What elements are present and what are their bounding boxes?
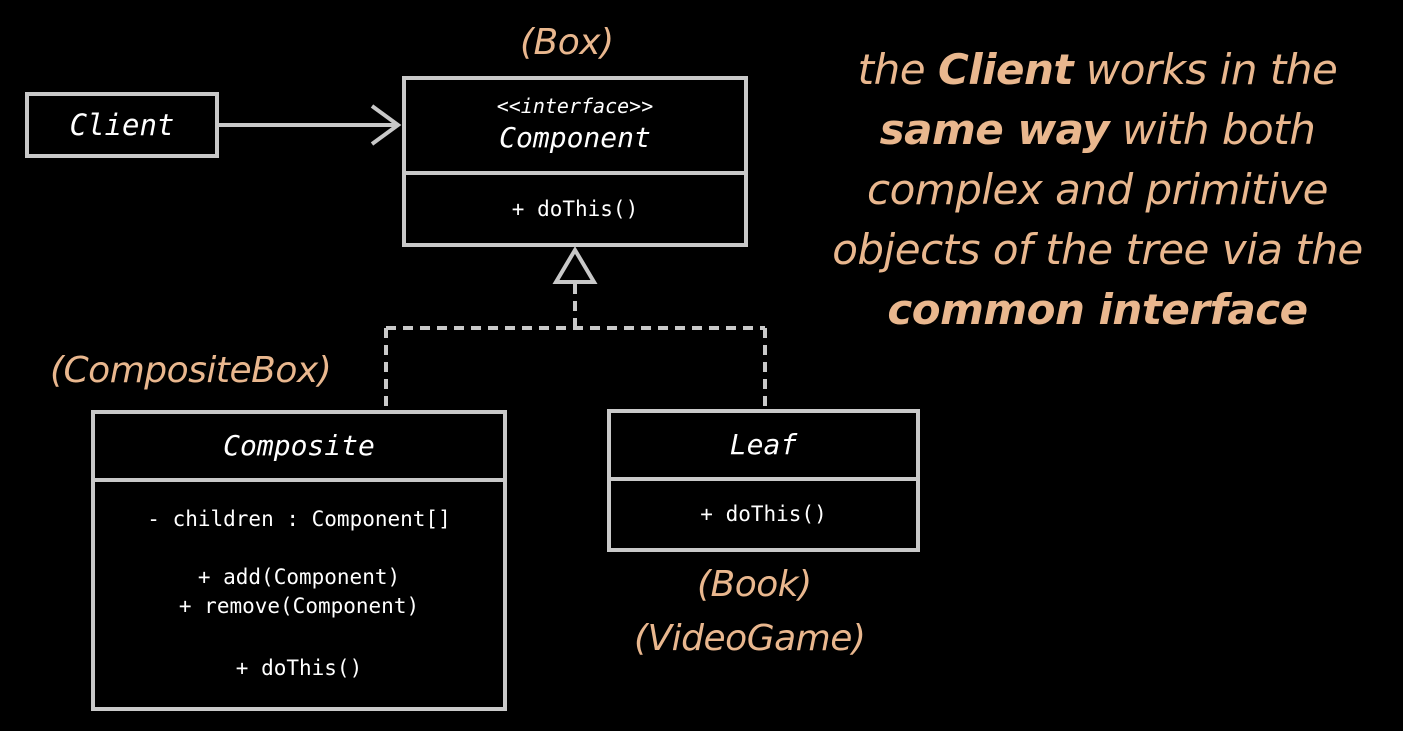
component-method: + doThis()	[511, 197, 639, 221]
component-header: <<interface>> Component	[406, 80, 744, 175]
description-text: the Client works in the same way with bo…	[800, 40, 1395, 340]
description-line-5: common interface	[800, 280, 1395, 340]
composite-class-name: Composite	[95, 414, 503, 482]
video-game-annotation: (VideoGame)	[634, 618, 866, 659]
leaf-class-name: Leaf	[611, 413, 916, 481]
component-class-name: Component	[499, 121, 651, 154]
composite-method-do: + doThis()	[235, 656, 363, 680]
component-interface-box: <<interface>> Component + doThis()	[402, 76, 748, 247]
client-class-box: Client	[25, 92, 219, 158]
composite-method-remove: + remove(Component)	[178, 594, 420, 618]
book-annotation: (Book)	[697, 564, 812, 605]
realization-triangle	[552, 246, 598, 284]
composite-box-annotation: (CompositeBox)	[50, 350, 332, 391]
emphasis-same-way: same way	[879, 105, 1110, 154]
composite-class-box: Composite - children : Component[] + add…	[91, 410, 507, 711]
box-annotation: (Box)	[520, 22, 614, 63]
description-line-2: same way with both	[879, 105, 1316, 154]
leaf-class-box: Leaf + doThis()	[607, 409, 920, 552]
emphasis-common-interface: common interface	[887, 285, 1308, 334]
composite-field: - children : Component[]	[147, 507, 451, 531]
description-line-1: the Client works in the	[857, 45, 1338, 94]
component-stereotype: <<interface>>	[496, 94, 654, 118]
association-arrowhead	[370, 104, 402, 146]
description-line-3: complex and primitive	[867, 165, 1328, 214]
description-line-4: objects of the tree via the	[832, 225, 1363, 274]
client-class-name: Client	[69, 108, 175, 142]
leaf-method: + doThis()	[700, 502, 827, 526]
emphasis-client: Client	[937, 45, 1074, 94]
composite-method-add: + add(Component)	[197, 565, 401, 589]
